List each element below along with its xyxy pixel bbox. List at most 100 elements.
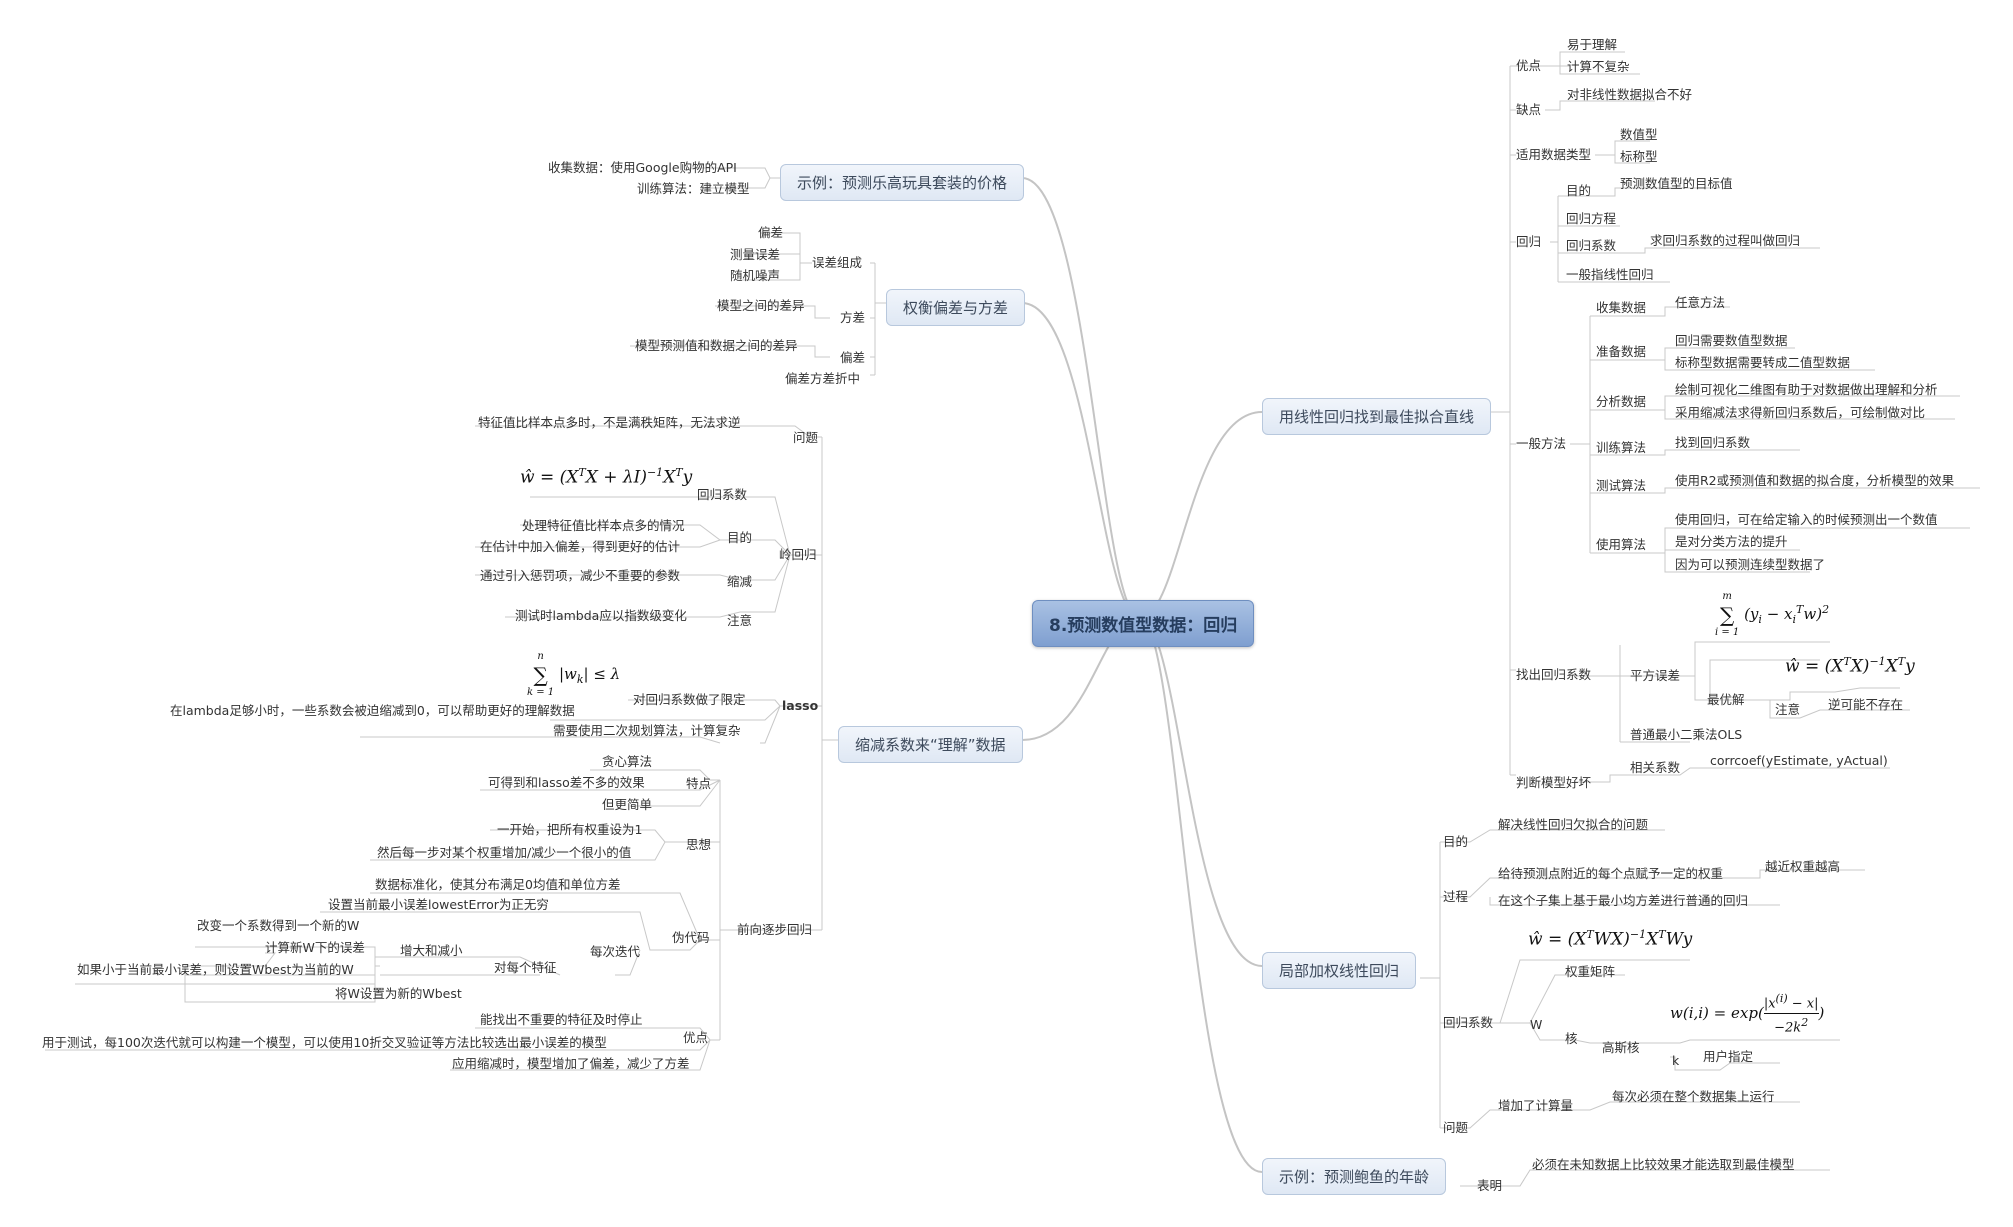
node-measure-error[interactable]: 测量误差 [730,247,781,262]
node-ridge-goal[interactable]: 目的 [727,530,753,545]
node-bias2-1[interactable]: 模型预测值和数据之间的差异 [635,338,798,353]
center-topic[interactable]: 8.预测数值型数据：回归 [1032,600,1255,647]
node-analyze-1[interactable]: 绘制可视化二维图有助于对数据做出理解和分析 [1675,382,1938,397]
node-judge[interactable]: 判断模型好坏 [1516,775,1592,790]
node-lasso[interactable]: lasso [782,698,819,713]
node-collect-1[interactable]: 任意方法 [1675,295,1726,310]
node-ridge-note[interactable]: 注意 [727,613,753,628]
node-error-components[interactable]: 误差组成 [812,255,863,270]
node-abalone-show[interactable]: 表明 [1477,1178,1503,1193]
node-each-feature[interactable]: 对每个特征 [494,960,557,975]
node-data-types-1[interactable]: 数值型 [1620,127,1658,142]
node-lw-process[interactable]: 过程 [1443,889,1469,904]
branch-abalone-example[interactable]: 示例：预测鲍鱼的年龄 [1262,1158,1447,1195]
node-cons[interactable]: 缺点 [1516,102,1542,117]
node-idea-2[interactable]: 然后每一步对某个权重增加/减少一个很小的值 [377,845,632,860]
node-inc-dec-3[interactable]: 如果小于当前最小误差，则设置Wbest为当前的W [77,962,354,977]
node-prepare[interactable]: 准备数据 [1596,344,1647,359]
node-corr[interactable]: 相关系数 [1630,760,1681,775]
node-data-types-2[interactable]: 标称型 [1620,149,1658,164]
node-features-2[interactable]: 可得到和lasso差不多的效果 [488,775,645,790]
node-note[interactable]: 注意 [1775,702,1801,717]
node-each-feature-1[interactable]: 将W设置为新的Wbest [335,986,462,1001]
node-pros[interactable]: 优点 [1516,58,1542,73]
node-advantages-1[interactable]: 能找出不重要的特征及时停止 [480,1012,643,1027]
node-cons-1[interactable]: 对非线性数据拟合不好 [1567,87,1693,102]
node-test[interactable]: 测试算法 [1596,478,1647,493]
node-lego-train[interactable]: 训练算法：建立模型 [637,181,750,196]
node-lw-process-2[interactable]: 在这个子集上基于最小均方差进行普通的回归 [1498,893,1749,908]
node-lasso-1a[interactable]: 在lambda足够小时，一些系数会被迫缩减到0，可以帮助更好的理解数据 [170,703,575,718]
branch-shrinkage[interactable]: 缩减系数来“理解”数据 [838,726,1023,763]
node-abalone-show-1[interactable]: 必须在未知数据上比较效果才能选取到最佳模型 [1532,1157,1795,1172]
branch-bias-variance[interactable]: 权衡偏差与方差 [886,289,1026,326]
node-squared-error[interactable]: 平方误差 [1630,668,1681,683]
branch-linear-regression[interactable]: 用线性回归找到最佳拟合直线 [1262,398,1492,435]
node-lasso-2[interactable]: 需要使用二次规划算法，计算复杂 [553,723,741,738]
node-reg-equation[interactable]: 回归方程 [1566,211,1617,226]
node-general-method[interactable]: 一般方法 [1516,436,1567,451]
node-lw-kernel[interactable]: 核 [1565,1031,1578,1046]
node-corr-fn[interactable]: corrcoef(yEstimate, yActual) [1710,753,1888,768]
node-advantages-2[interactable]: 用于测试，每100次迭代就可以构建一个模型，可以使用10折交叉验证等方法比较选出… [42,1035,607,1050]
node-prepare-1[interactable]: 回归需要数值型数据 [1675,333,1788,348]
node-features-1[interactable]: 贪心算法 [602,754,653,769]
node-analyze-2[interactable]: 采用缩减法求得新回归系数后，可绘制做对比 [1675,405,1926,420]
node-compromise[interactable]: 偏差方差折中 [785,371,861,386]
node-shrink-problem[interactable]: 问题 [793,430,819,445]
branch-locally-weighted[interactable]: 局部加权线性回归 [1262,952,1417,989]
node-lw-goal[interactable]: 目的 [1443,834,1469,849]
node-variance-1[interactable]: 模型之间的差异 [717,298,805,313]
node-features-3[interactable]: 但更简单 [602,797,653,812]
node-ridge-note-1[interactable]: 测试时lambda应以指数级变化 [515,608,687,623]
node-use-2[interactable]: 是对分类方法的提升 [1675,534,1788,549]
node-ridge-goal-1[interactable]: 处理特征值比样本点多的情况 [522,518,685,533]
node-ridge-goal-2[interactable]: 在估计中加入偏差，得到更好的估计 [480,539,681,554]
node-lego-collect[interactable]: 收集数据：使用Google购物的API [548,160,737,175]
node-optimal[interactable]: 最优解 [1707,692,1745,707]
node-ridge-coef[interactable]: 回归系数 [697,487,748,502]
node-variance[interactable]: 方差 [840,310,866,325]
node-lw-k-1[interactable]: 用户指定 [1703,1049,1754,1064]
node-use-3[interactable]: 因为可以预测连续型数据了 [1675,557,1826,572]
node-note-1[interactable]: 逆可能不存在 [1828,697,1904,712]
node-shrink-problem-1[interactable]: 特征值比样本点多时，不是满秩矩阵，无法求逆 [478,415,741,430]
node-pros-1[interactable]: 易于理解 [1567,37,1618,52]
node-data-types[interactable]: 适用数据类型 [1516,147,1592,162]
node-ols[interactable]: 普通最小二乘法OLS [1630,727,1743,742]
node-iteration-1[interactable]: 设置当前最小误差lowestError为正无穷 [328,897,549,912]
node-lasso-1[interactable]: 对回归系数做了限定 [633,692,746,707]
node-idea[interactable]: 思想 [686,837,712,852]
node-advantages-3[interactable]: 应用缩减时，模型增加了偏差，减少了方差 [452,1056,690,1071]
node-pros-2[interactable]: 计算不复杂 [1567,59,1630,74]
node-lw-W[interactable]: W [1530,1017,1543,1032]
node-lw-problem-1a[interactable]: 每次必须在整个数据集上运行 [1612,1089,1775,1104]
node-reg-coef[interactable]: 回归系数 [1566,238,1617,253]
node-random-noise[interactable]: 随机噪声 [730,268,781,283]
node-lw-coef[interactable]: 回归系数 [1443,1015,1494,1030]
node-lw-goal-1[interactable]: 解决线性回归欠拟合的问题 [1498,817,1649,832]
node-advantages[interactable]: 优点 [683,1030,709,1045]
node-inc-dec-2[interactable]: 计算新W下的误差 [265,940,365,955]
node-bias[interactable]: 偏差 [758,225,784,240]
node-lw-problem[interactable]: 问题 [1443,1120,1469,1135]
node-pseudo-1[interactable]: 数据标准化，使其分布满足0均值和单位方差 [375,877,621,892]
node-lw-process-1[interactable]: 给待预测点附近的每个点赋予一定的权重 [1498,866,1724,881]
node-train-1[interactable]: 找到回归系数 [1675,435,1751,450]
node-train[interactable]: 训练算法 [1596,440,1647,455]
node-lw-k[interactable]: k [1672,1053,1680,1068]
node-reg-coef-1[interactable]: 求回归系数的过程叫做回归 [1650,233,1801,248]
node-features[interactable]: 特点 [686,776,712,791]
branch-lego-example[interactable]: 示例：预测乐高玩具套装的价格 [780,164,1025,201]
node-collect[interactable]: 收集数据 [1596,300,1647,315]
node-test-1[interactable]: 使用R2或预测值和数据的拟合度，分析模型的效果 [1675,473,1955,488]
node-pseudo[interactable]: 伪代码 [672,930,710,945]
node-inc-dec-1[interactable]: 改变一个系数得到一个新的W [197,918,360,933]
node-ridge-shrink[interactable]: 缩减 [727,574,753,589]
node-ridge[interactable]: 岭回归 [779,547,817,562]
node-lw-weight-matrix[interactable]: 权重矩阵 [1565,964,1616,979]
node-lw-problem-1[interactable]: 增加了计算量 [1498,1098,1574,1113]
node-use-1[interactable]: 使用回归，可在给定输入的时候预测出一个数值 [1675,512,1938,527]
node-regression[interactable]: 回归 [1516,234,1542,249]
node-inc-dec[interactable]: 增大和减小 [400,943,463,958]
